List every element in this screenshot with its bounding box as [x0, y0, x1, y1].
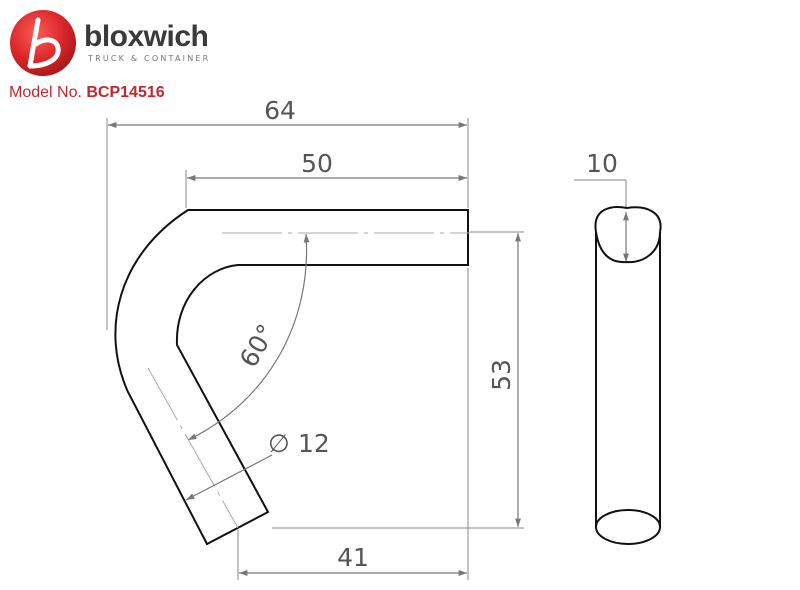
dim-overall-width: 64: [264, 96, 296, 125]
dim-arc-bend-angle: [187, 233, 310, 441]
model-number: BCP14516: [86, 84, 165, 101]
model-number-line: Model No. BCP14516: [9, 84, 165, 102]
brand-logo: bloxwich TRUCK & CONTAINER: [8, 8, 238, 80]
bloxwich-logo-icon: [10, 10, 76, 76]
dim-side-width: 10: [586, 149, 618, 178]
dim-bottom-width: 41: [337, 543, 369, 572]
dim-diameter-symbol: ∅: [268, 429, 290, 458]
model-label: Model No.: [9, 84, 82, 101]
brand-name: bloxwich: [84, 20, 209, 53]
handle-front-view: [114, 209, 469, 546]
dim-top-length: 50: [301, 149, 333, 178]
dim-diameter: 12: [298, 429, 330, 458]
handle-side-view: [594, 206, 662, 545]
handle-outline: [114, 209, 469, 546]
dim-line-diameter: [185, 454, 273, 501]
centerline-leg: [147, 367, 239, 529]
dim-height: 53: [487, 359, 516, 391]
brand-tagline: TRUCK & CONTAINER: [88, 54, 211, 63]
